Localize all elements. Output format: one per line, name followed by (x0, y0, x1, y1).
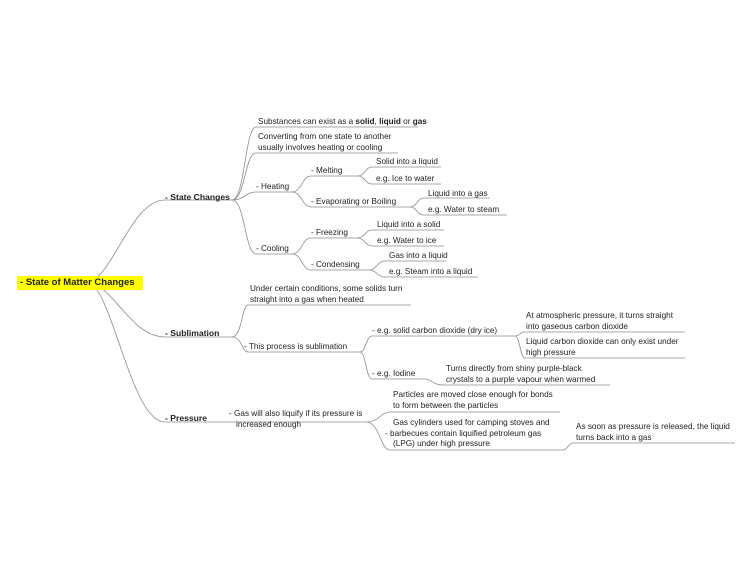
connector-evap-example (409, 206, 507, 216)
topic-condensing[interactable]: - Condensing (311, 260, 360, 269)
topic-sublimation[interactable]: - Sublimation (165, 328, 220, 338)
root-topic[interactable]: - State of Matter Changes (17, 276, 143, 290)
connector-cooling (231, 199, 292, 255)
connector-root-sublimation (85, 281, 166, 338)
connector-evaporating (291, 191, 410, 208)
connector-melting-desc (357, 166, 441, 177)
connector-cylinders (365, 421, 562, 451)
topic-cooling[interactable]: - Cooling (256, 244, 289, 253)
note-liquify: - Gas will also liquify if its pressure … (229, 409, 363, 429)
evaporating-desc: Liquid into a gas (428, 189, 488, 198)
note-released: As soon as pressure is released, the liq… (576, 422, 730, 442)
condensing-example: e.g. Steam into a liquid (389, 267, 473, 276)
topic-co2[interactable]: - e.g. solid carbon dioxide (dry ice) (372, 326, 498, 335)
connector-melting (291, 175, 358, 193)
freezing-example: e.g. Water to ice (377, 236, 437, 245)
topic-evaporating[interactable]: - Evaporating or Boiling (311, 197, 397, 206)
condensing-desc: Gas into a liquid (389, 251, 448, 260)
connector-freezing-example (356, 237, 444, 247)
connector-process (231, 336, 360, 353)
note-particles: Particles are moved close enough for bon… (393, 390, 553, 410)
connector-released (561, 442, 735, 451)
connector-heating (231, 191, 292, 201)
connector-freezing-desc (356, 229, 444, 239)
connector-converting (231, 152, 398, 201)
evaporating-example: e.g. Water to steam (428, 205, 500, 214)
connector-condensing-desc (368, 260, 446, 271)
topic-state-changes[interactable]: - State Changes (165, 192, 230, 202)
co2-note-2: Liquid carbon dioxide can only exist und… (526, 337, 679, 357)
melting-example: e.g. Ice to water (376, 174, 435, 183)
topic-freezing[interactable]: - Freezing (311, 228, 348, 237)
topic-melting[interactable]: - Melting (311, 166, 343, 175)
connector-condensing-example (368, 269, 478, 278)
connector-iodine (359, 351, 425, 380)
melting-desc: Solid into a liquid (376, 157, 438, 166)
connector-co2-note2 (514, 335, 685, 359)
cylinders-dash: - (385, 428, 391, 438)
connector-iodine-desc (424, 378, 610, 386)
liquify-dash: - (229, 409, 235, 418)
note-cylinders[interactable]: Gas cylinders used for camping stoves an… (385, 418, 550, 448)
connector-root-pressure (85, 281, 166, 423)
co2-note-1: At atmospheric pressure, it turns straig… (526, 311, 673, 331)
connector-freezing (291, 237, 357, 255)
topic-iodine[interactable]: - e.g. Iodine (372, 369, 416, 378)
note-substances: Substances can exist as a solid, liquid … (258, 117, 427, 126)
connector-root-state-changes (85, 199, 166, 283)
topic-pressure[interactable]: - Pressure (165, 413, 208, 423)
note-under-conditions: Under certain conditions, some solids tu… (250, 284, 403, 304)
topic-process[interactable]: - This process is sublimation (244, 342, 348, 351)
connector-particles (365, 411, 560, 423)
connector-melting-example (357, 175, 441, 185)
topic-heating[interactable]: - Heating (256, 182, 290, 191)
root-dash: - (20, 277, 26, 288)
connector-co2-note1 (514, 331, 685, 337)
connector-condensing (291, 253, 369, 271)
connector-evap-desc (409, 197, 490, 208)
connector-co2 (359, 335, 515, 353)
connector-under-conditions (231, 304, 411, 338)
freezing-desc: Liquid into a solid (377, 220, 441, 229)
connector-substances (231, 126, 418, 201)
